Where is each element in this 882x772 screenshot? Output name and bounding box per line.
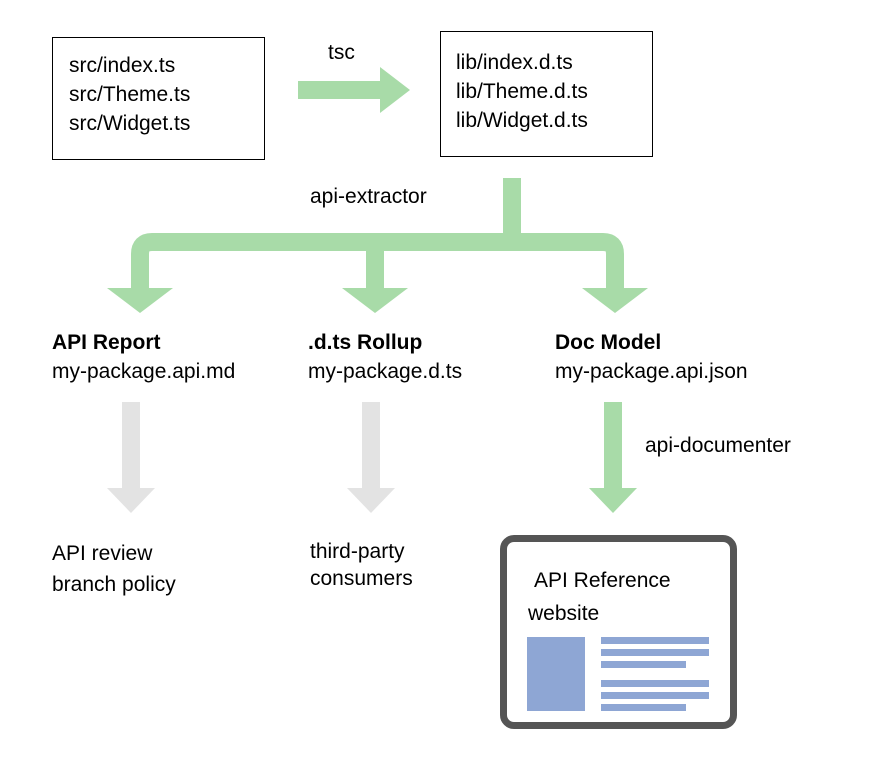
declaration-file: lib/Theme.d.ts xyxy=(456,80,588,103)
doc-model-output: Doc Model my-package.api.json xyxy=(555,328,748,386)
declaration-file: lib/Widget.d.ts xyxy=(456,109,588,132)
rollup-to-consumers-arrow xyxy=(347,402,395,513)
website-line: website xyxy=(528,602,600,625)
api-documenter-label: api-documenter xyxy=(645,434,791,457)
third-party-consumer: third-party consumers xyxy=(310,538,413,592)
consumer-line: consumers xyxy=(310,567,413,590)
api-documenter-arrow xyxy=(589,402,637,513)
dts-rollup-output: .d.ts Rollup my-package.d.ts xyxy=(308,328,462,386)
source-file: src/index.ts xyxy=(69,54,176,77)
website-subtitle: website xyxy=(528,599,599,628)
output-file: my-package.api.json xyxy=(555,360,748,383)
output-title: .d.ts Rollup xyxy=(308,331,423,354)
output-title: API Report xyxy=(52,331,161,354)
consumer-line: API review xyxy=(52,542,153,565)
website-page-icon xyxy=(527,637,709,711)
report-to-review-arrow xyxy=(107,402,155,513)
source-file: src/Widget.ts xyxy=(69,112,191,135)
api-extractor-branch-arrow xyxy=(107,178,648,313)
output-file: my-package.d.ts xyxy=(308,360,463,383)
output-file: my-package.api.md xyxy=(52,360,236,383)
website-line: API Reference xyxy=(534,569,671,592)
declaration-files-box: lib/index.d.ts lib/Theme.d.ts lib/Widget… xyxy=(440,31,653,157)
api-extractor-label: api-extractor xyxy=(310,185,427,208)
output-title: Doc Model xyxy=(555,331,662,354)
api-reference-website: API Reference website xyxy=(500,535,737,729)
tsc-label: tsc xyxy=(328,41,355,64)
website-title: API Reference xyxy=(534,566,671,595)
consumer-line: branch policy xyxy=(52,573,176,596)
declaration-file: lib/index.d.ts xyxy=(456,51,573,74)
source-files-box: src/index.ts src/Theme.ts src/Widget.ts xyxy=(52,37,265,160)
consumer-line: third-party xyxy=(310,540,405,563)
tsc-arrow xyxy=(298,67,410,113)
api-review-consumer: API review branch policy xyxy=(52,538,176,600)
source-file: src/Theme.ts xyxy=(69,83,191,106)
api-report-output: API Report my-package.api.md xyxy=(52,328,235,386)
